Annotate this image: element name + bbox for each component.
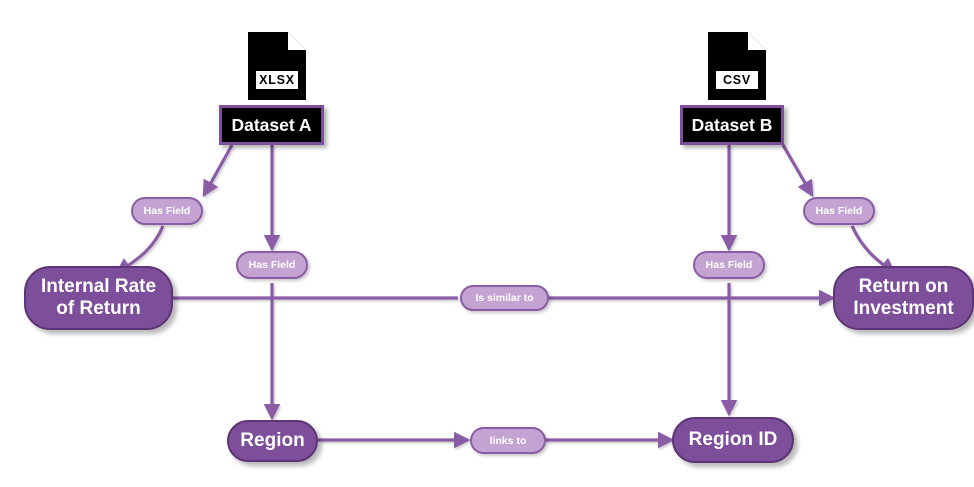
node-region-id[interactable]: Region ID bbox=[672, 417, 794, 463]
edge-label-has-field-b-roi-text: Has Field bbox=[815, 205, 863, 217]
node-irr-line-1: Internal Rate bbox=[40, 276, 157, 298]
edge-dataset-a-has-field-irr-upper bbox=[202, 144, 234, 198]
xlsx-file-type-label: XLSX bbox=[254, 69, 300, 91]
node-region-id-label: Region ID bbox=[688, 429, 778, 451]
edge-label-has-field-a-irr-text: Has Field bbox=[143, 205, 191, 217]
edge-label-links-to[interactable]: links to bbox=[470, 427, 546, 454]
node-internal-rate-of-return-label: Internal Rate of Return bbox=[41, 276, 156, 320]
edge-label-has-field-a-region-text: Has Field bbox=[248, 259, 296, 271]
node-roi-line-1: Return on bbox=[858, 276, 949, 298]
edge-label-has-field-b-region-id[interactable]: Has Field bbox=[693, 251, 765, 279]
node-roi-line-2: Investment bbox=[853, 298, 954, 319]
edge-dataset-b-has-field-roi-upper bbox=[781, 144, 814, 198]
node-dataset-a[interactable]: Dataset A bbox=[219, 105, 324, 145]
node-irr-line-2: of Return bbox=[56, 298, 141, 319]
edge-label-has-field-a-region[interactable]: Has Field bbox=[236, 251, 308, 279]
edge-label-links-to-text: links to bbox=[489, 434, 527, 447]
node-dataset-b-label: Dataset B bbox=[691, 114, 773, 135]
node-return-on-investment-label: Return on Investment bbox=[853, 276, 953, 320]
xlsx-file-icon: XLSX bbox=[246, 30, 308, 102]
node-internal-rate-of-return[interactable]: Internal Rate of Return bbox=[24, 266, 173, 330]
node-return-on-investment[interactable]: Return on Investment bbox=[833, 266, 974, 330]
node-dataset-b[interactable]: Dataset B bbox=[680, 105, 784, 145]
node-dataset-a-label: Dataset A bbox=[231, 114, 312, 135]
xlsx-document-shape bbox=[248, 32, 306, 100]
node-region-label: Region bbox=[240, 430, 305, 452]
edge-label-has-field-b-region-id-text: Has Field bbox=[705, 259, 753, 271]
csv-document-shape bbox=[708, 32, 766, 100]
edge-label-is-similar-to[interactable]: Is similar to bbox=[460, 285, 549, 311]
edge-label-is-similar-to-text: Is similar to bbox=[475, 292, 534, 304]
node-region[interactable]: Region bbox=[227, 420, 318, 462]
edge-label-has-field-b-roi[interactable]: Has Field bbox=[803, 197, 875, 225]
csv-file-icon: CSV bbox=[706, 30, 768, 102]
csv-file-type-label: CSV bbox=[714, 69, 760, 91]
edge-label-has-field-a-irr[interactable]: Has Field bbox=[131, 197, 203, 225]
